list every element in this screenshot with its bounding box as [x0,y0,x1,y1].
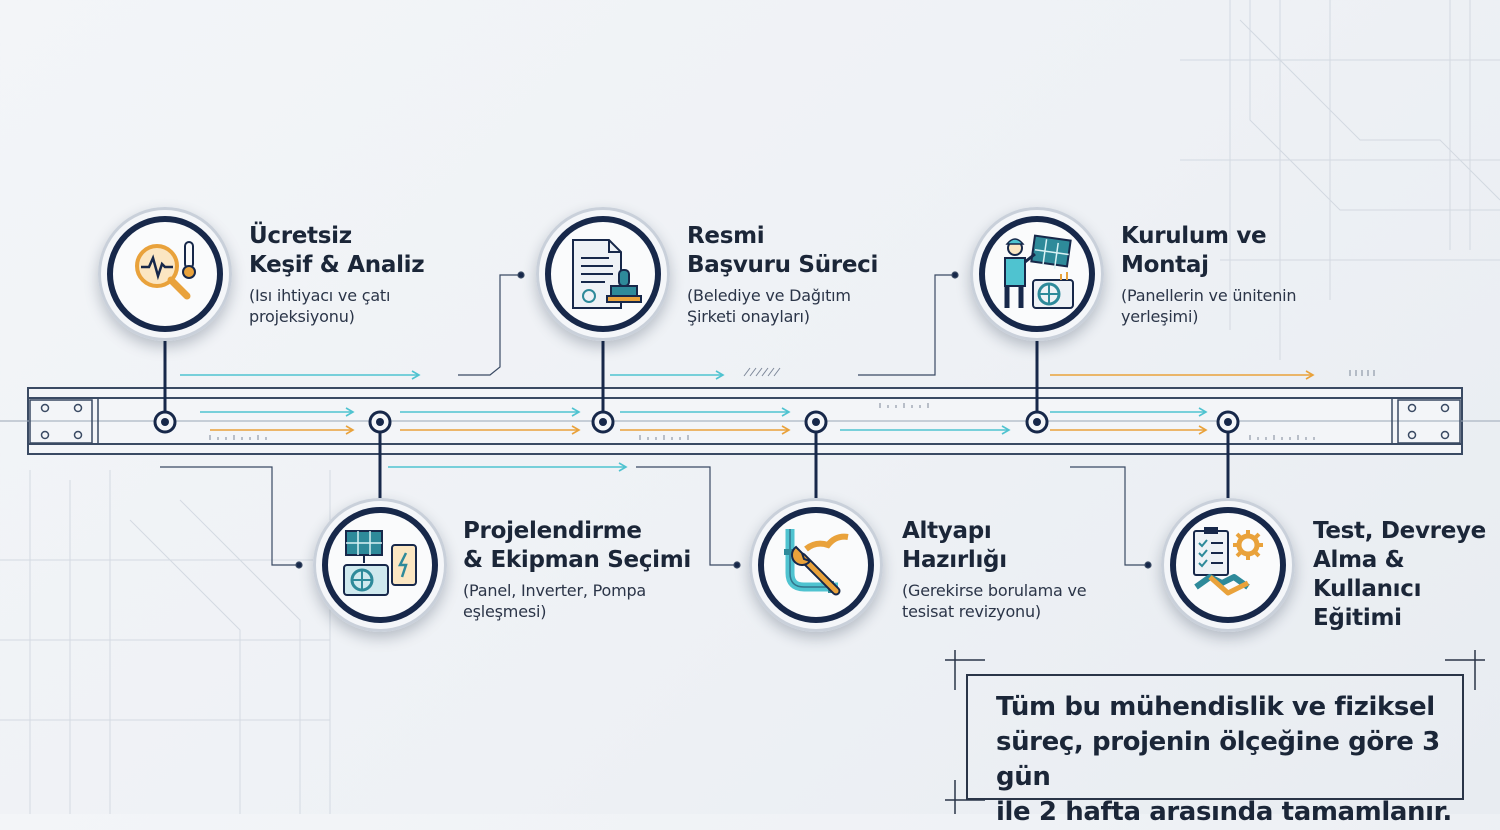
step-3-title: Resmi Başvuru Süreci [687,223,879,278]
solar-panel-heatpump-icon [343,530,417,596]
magnifier-thermometer-icon [135,241,196,300]
summary-text: Tüm bu mühendislik ve fiziksel süreç, pr… [996,692,1452,827]
step-1-desc: (Isı ihtiyacı ve çatı projeksiyonu) [249,286,391,326]
step-5-badge [970,207,1104,341]
step-1-badge [98,207,232,341]
step-6-title: Test, Devreye Alma & Kullanıcı Eğitimi [1313,518,1486,631]
step-3-desc: (Belediye ve Dağıtım Şirketi onayları) [687,286,851,326]
checklist-gear-handshake-icon [1193,527,1263,596]
step-2-title: Projelendirme & Ekipman Seçimi [463,518,692,573]
step-6-badge [1161,498,1295,632]
step-5-title: Kurulum ve Montaj [1121,223,1267,278]
step-4-desc: (Gerekirse borulama ve tesisat revizyonu… [902,581,1087,621]
document-stamp-icon [572,239,642,309]
summary-box [966,674,1464,800]
installer-panel-icon [1004,234,1074,309]
step-2-desc: (Panel, Inverter, Pompa eşleşmesi) [463,581,647,621]
step-3-badge [536,207,670,341]
step-1-title: Ücretsiz Keşif & Analiz [249,223,425,278]
step-5-desc: (Panellerin ve ünitenin yerleşimi) [1121,286,1297,326]
step-2-badge [313,498,447,632]
step-4-title: Altyapı Hazırlığı [902,518,1007,573]
step-4-badge [749,498,883,632]
pipe-wrench-icon [784,529,849,596]
